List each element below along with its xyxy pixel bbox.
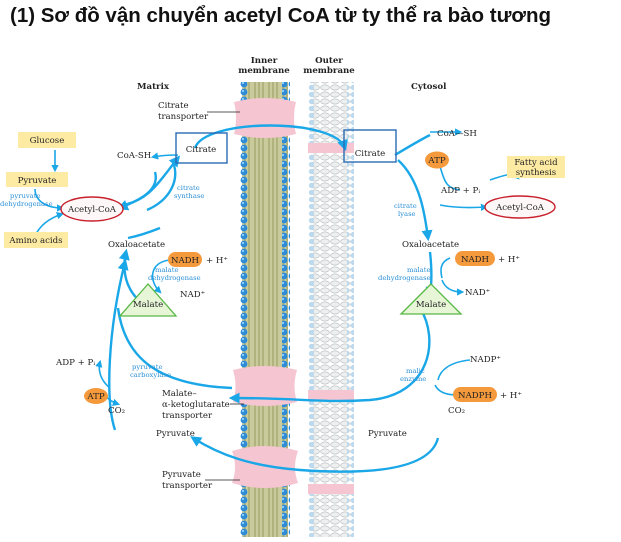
oxaloacetate-matrix-label: Oxaloacetate: [108, 240, 165, 250]
adp-pi-cytosol-label: ADP + Pᵢ: [440, 186, 480, 196]
fatty-acid-box: [507, 156, 565, 178]
pyruvate-matrix-label: Pyruvate: [156, 429, 195, 439]
mdh-cytosol-label-1: malate: [407, 266, 430, 274]
malate-matrix-triangle: [118, 283, 178, 317]
pyruvate-box-label: Pyruvate: [18, 176, 57, 186]
malic-enzyme-label-1: malic: [406, 367, 425, 375]
nadh-cytosol-pill: [455, 251, 495, 266]
atp-cytosol-pill: [425, 151, 449, 169]
acetyl-coa-matrix-label: Acetyl-CoA: [67, 205, 117, 215]
outer-membrane: [308, 82, 354, 537]
pdh-enzyme-label-1: pyruvate: [10, 192, 40, 200]
nadph-label: NADPH: [458, 391, 492, 401]
citrate-cytosol-label: Citrate: [355, 149, 386, 159]
plus-h-matrix-label: + H⁺: [206, 256, 228, 266]
nad-cytosol-label: NAD⁺: [465, 288, 490, 298]
mk-transporter-label-1: Malate–: [162, 389, 197, 399]
malate-cytosol-label: Malate: [416, 300, 446, 310]
outer-membrane-label-1: Outer: [315, 56, 343, 66]
citrate-matrix-frame: [175, 132, 228, 164]
coa-sh-cytosol-label: CoA—SH: [437, 129, 477, 139]
citrate-synthase-label-2: synthase: [174, 192, 204, 200]
co2-matrix-label: CO₂: [108, 406, 125, 416]
atp-matrix-label: ATP: [86, 392, 104, 402]
malate-ketoglutarate-transporter-shape: [233, 366, 297, 406]
oxaloacetate-cytosol-label: Oxaloacetate: [402, 240, 459, 250]
pyruvate-cytosol-label: Pyruvate: [368, 429, 407, 439]
nadh-matrix-label: NADH: [171, 256, 200, 266]
glucose-label: Glucose: [30, 136, 65, 146]
nad-matrix-label: NAD⁺: [180, 290, 205, 300]
mk-transporter-label-3: transporter: [162, 411, 213, 421]
malate-cytosol-triangle: [399, 283, 463, 315]
malic-enzyme-label-2: enzyme: [400, 375, 426, 383]
inner-membrane-label-1: Inner: [251, 56, 278, 66]
atp-cytosol-label: ATP: [427, 156, 445, 166]
mdh-cytosol-label-2: dehydrogenase: [378, 274, 431, 282]
pyruvate-transporter-shape: [232, 446, 298, 488]
citrate-lyase-label-1: citrate: [394, 202, 417, 210]
mdh-matrix-label-2: dehydrogenase: [148, 274, 201, 282]
amino-acids-box: [4, 232, 68, 248]
page-title: (1) Sơ đồ vận chuyển acetyl CoA từ ty th…: [10, 4, 552, 27]
acetyl-coa-cytosol-label: Acetyl-CoA: [495, 203, 545, 213]
coa-sh-matrix-label: CoA-SH: [117, 151, 152, 161]
citrate-matrix-label: Citrate: [186, 145, 217, 155]
matrix-label: Matrix: [137, 82, 170, 92]
acetyl-coa-cytosol-ring: [484, 195, 556, 219]
atp-matrix-pill: [84, 388, 108, 404]
citrate-transporter-label-1: Citrate: [158, 101, 189, 111]
pyruvate-transporter-label-2: transporter: [162, 481, 213, 491]
malate-matrix-label: Malate: [133, 300, 163, 310]
citrate-cytosol-frame: [343, 129, 397, 163]
fatty-acid-label-2: synthesis: [516, 168, 556, 178]
amino-acids-label: Amino acids: [8, 236, 62, 246]
glucose-box: [18, 132, 76, 148]
pyruvate-box: [6, 172, 68, 187]
plus-h-cytosol-label: + H⁺: [498, 255, 520, 265]
outer-membrane-label-2: membrane: [303, 66, 355, 76]
mk-transporter-label-2: α-ketoglutarate: [162, 400, 230, 410]
pdh-enzyme-label-2: dehydrogenase: [0, 200, 53, 208]
nadh-matrix-pill: [168, 252, 202, 267]
fatty-acid-label-1: Fatty acid: [514, 158, 558, 168]
nadp-label: NADP⁺: [470, 355, 501, 365]
cytosol-label: Cytosol: [411, 82, 447, 92]
citrate-transporter-shape: [234, 98, 296, 138]
citrate-synthase-label-1: citrate: [177, 184, 200, 192]
nadh-cytosol-label: NADH: [461, 255, 490, 265]
co2-cytosol-label: CO₂: [448, 406, 465, 416]
pc-enzyme-label-1: pyruvate: [132, 363, 162, 371]
acetyl-coa-matrix-ring: [60, 196, 124, 222]
pc-enzyme-label-2: carboxylase: [130, 371, 171, 379]
citrate-lyase-label-2: lyase: [398, 210, 416, 218]
nadph-pill: [453, 387, 497, 402]
adp-pi-matrix-label: ADP + Pᵢ: [55, 358, 95, 368]
pyruvate-transporter-label-1: Pyruvate: [162, 470, 201, 480]
plus-h2-label: + H⁺: [500, 391, 522, 401]
inner-membrane-label-2: membrane: [238, 66, 290, 76]
citrate-transporter-label-2: transporter: [158, 112, 209, 122]
mdh-matrix-label-1: malate: [155, 266, 178, 274]
